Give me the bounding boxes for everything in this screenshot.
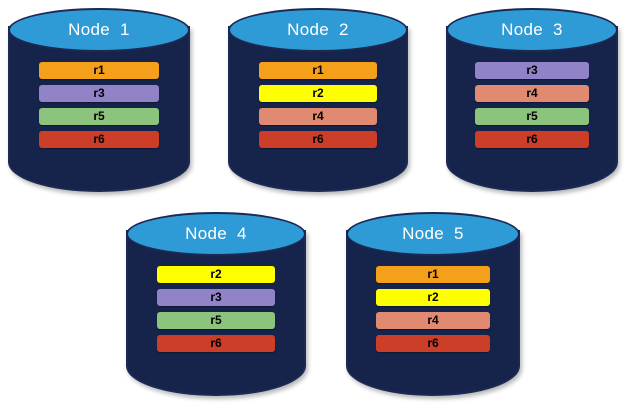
replica-bar-r5[interactable]: r5 [156, 312, 276, 329]
replica-bar-r3[interactable]: r3 [38, 85, 160, 102]
replica-bar-r4[interactable]: r4 [475, 85, 589, 102]
replica-bar-r6[interactable]: r6 [475, 131, 589, 148]
replica-list: r2 r3 r5 r6 [126, 266, 306, 352]
replica-list: r1 r2 r4 r6 [346, 266, 520, 352]
cylinder-body [346, 230, 520, 396]
cylinder-top-ellipse [446, 8, 618, 52]
replica-bar-r5[interactable]: r5 [38, 108, 160, 125]
cylinder-icon [228, 8, 408, 192]
replica-bar-r2[interactable]: r2 [156, 266, 276, 283]
replica-bar-r1[interactable]: r1 [258, 62, 378, 79]
cylinder-top-ellipse [8, 8, 190, 52]
cylinder-top-ellipse [346, 212, 520, 256]
replica-list: r1 r2 r4 r6 [228, 62, 408, 148]
replica-list: r1 r3 r5 r6 [8, 62, 190, 148]
cylinder-icon [8, 8, 190, 192]
replica-bar-r6[interactable]: r6 [375, 335, 491, 352]
replica-bar-r3[interactable]: r3 [475, 62, 589, 79]
cylinder-top-ellipse [126, 212, 306, 256]
replica-bar-r4[interactable]: r4 [258, 108, 378, 125]
replica-bar-r4[interactable]: r4 [375, 312, 491, 329]
replica-bar-r6[interactable]: r6 [156, 335, 276, 352]
replica-bar-r2[interactable]: r2 [375, 289, 491, 306]
cylinder-top-ellipse [228, 8, 408, 52]
replica-bar-r3[interactable]: r3 [156, 289, 276, 306]
replica-bar-r1[interactable]: r1 [38, 62, 160, 79]
replica-bar-r2[interactable]: r2 [258, 85, 378, 102]
replica-bar-r5[interactable]: r5 [475, 108, 589, 125]
replica-bar-r6[interactable]: r6 [258, 131, 378, 148]
replica-bar-r1[interactable]: r1 [375, 266, 491, 283]
cylinder-icon [346, 212, 520, 396]
replica-bar-r6[interactable]: r6 [38, 131, 160, 148]
replica-list: r3 r4 r5 r6 [446, 62, 618, 148]
